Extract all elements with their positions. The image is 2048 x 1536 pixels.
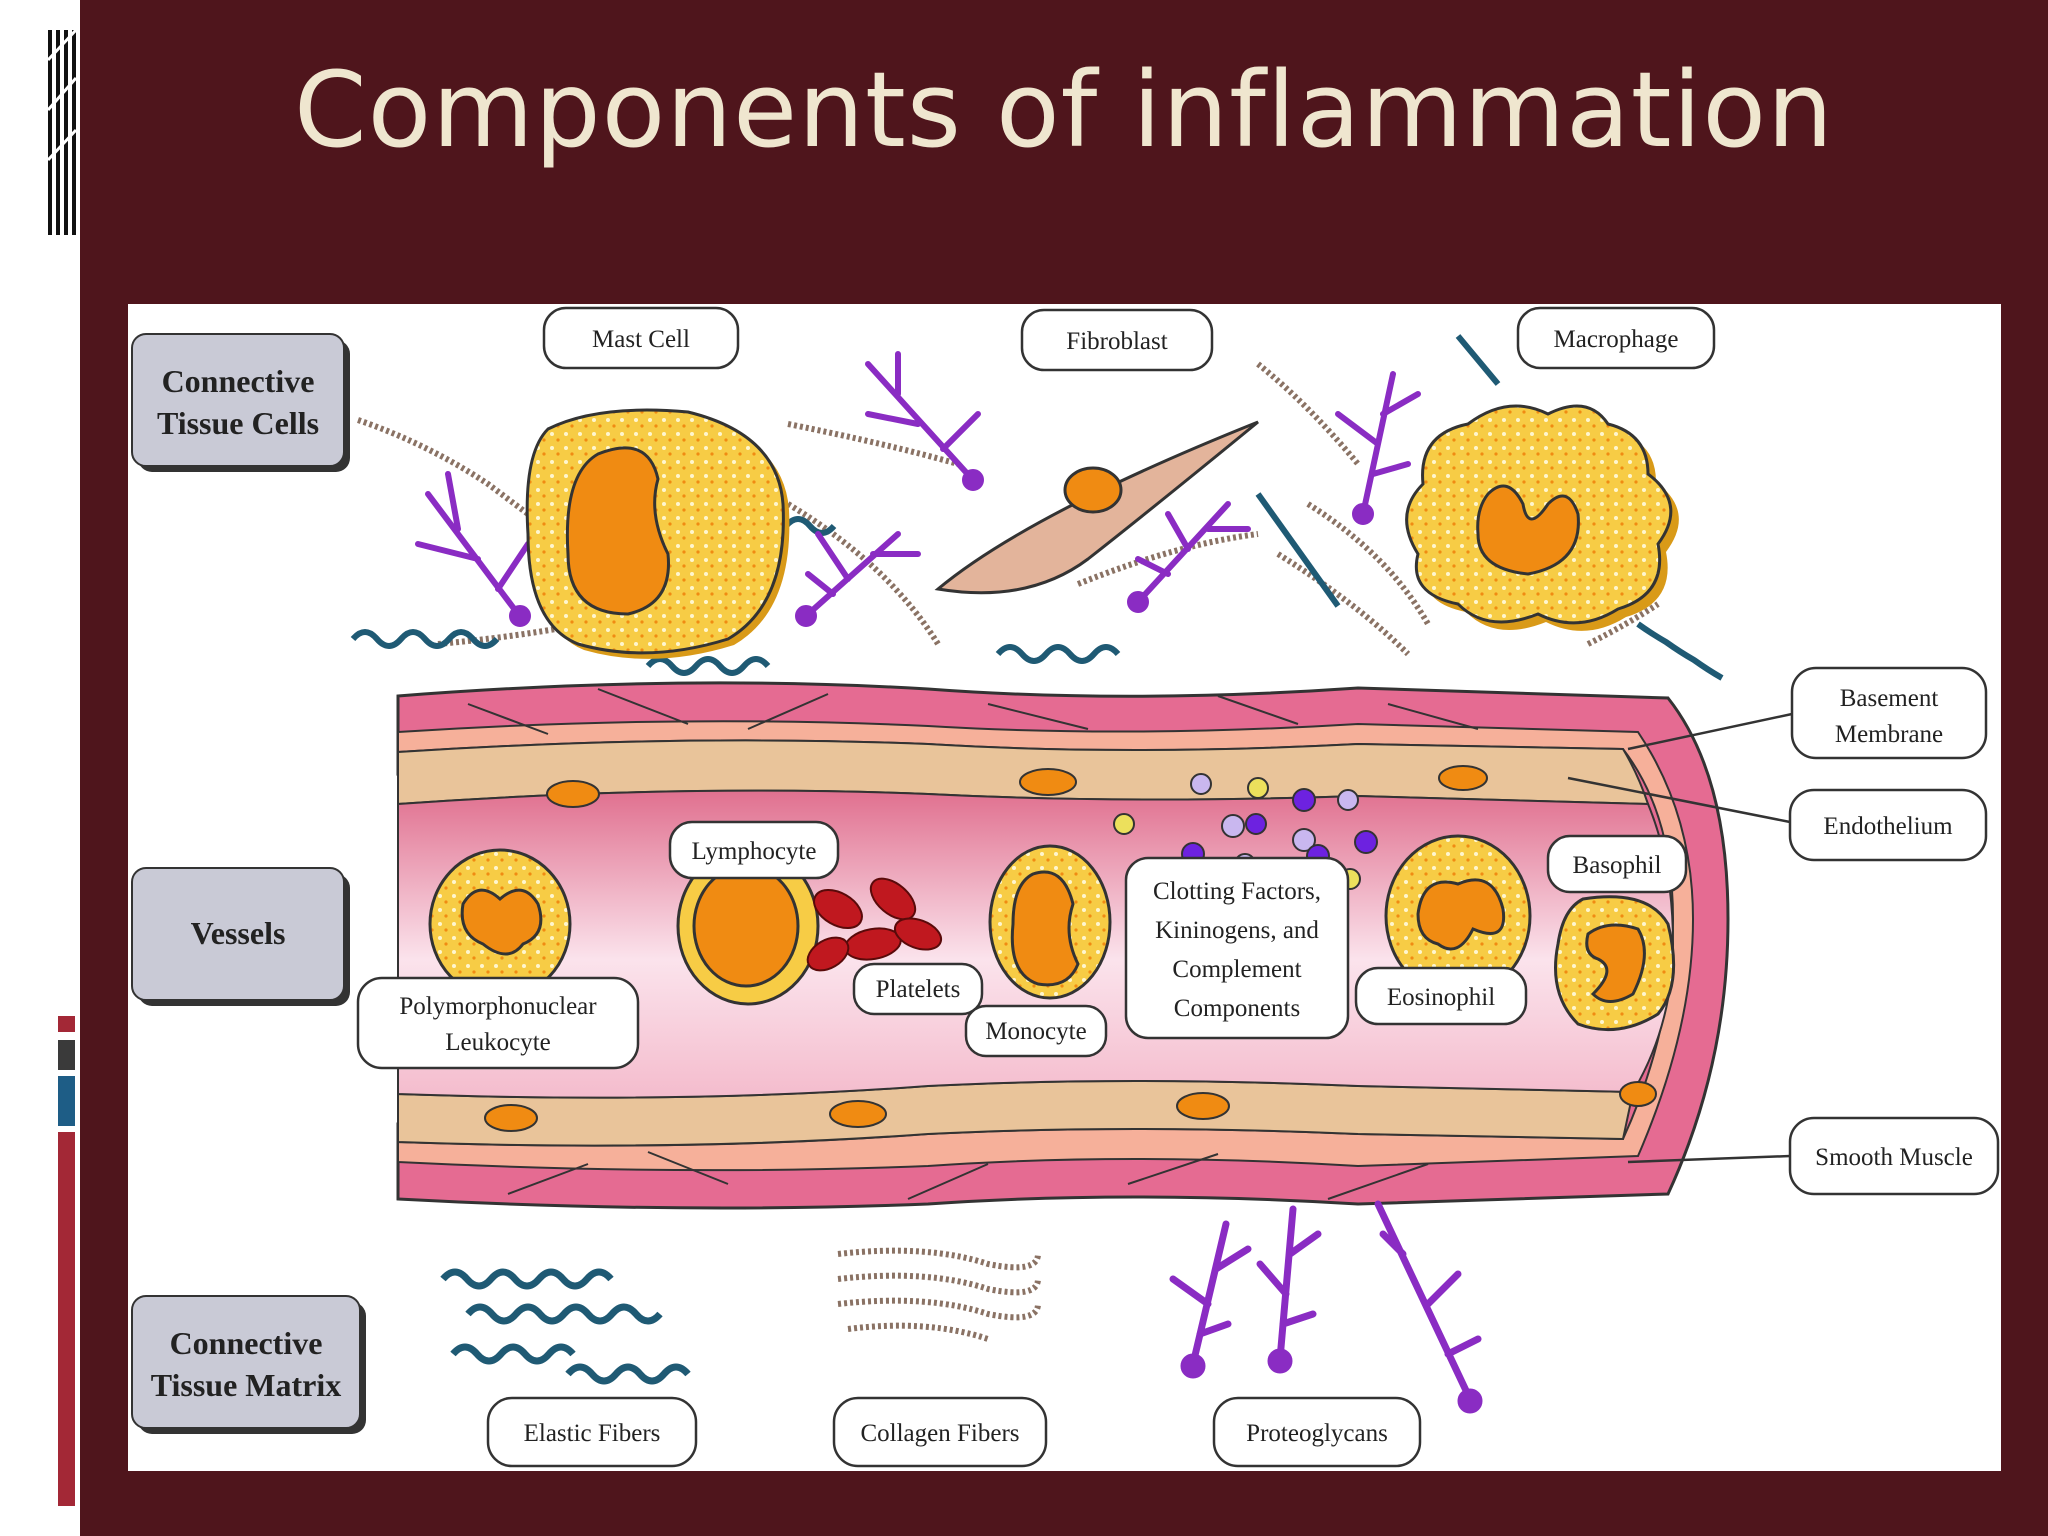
- top-proteoglycans: [415, 351, 1421, 627]
- label-endothelium: Endothelium: [1788, 788, 1988, 862]
- label-text: Eosinophil: [1387, 984, 1495, 1011]
- accent-bar-red-small: [58, 1016, 75, 1032]
- label-text: Basophil: [1573, 852, 1662, 879]
- label-platelets: Platelets: [852, 962, 984, 1016]
- group-label-line1: Connective: [162, 363, 315, 399]
- label-text: Monocyte: [985, 1018, 1086, 1045]
- label-text: Proteoglycans: [1246, 1420, 1388, 1447]
- platelets: [806, 877, 943, 972]
- group-label-line1: Connective: [170, 1325, 323, 1361]
- label-text: Endothelium: [1823, 813, 1953, 840]
- label-smooth-muscle: Smooth Muscle: [1788, 1116, 2000, 1196]
- lymphocyte: [676, 846, 820, 1006]
- accent-bar-gray: [58, 1040, 75, 1070]
- group-label-line2: Tissue Cells: [157, 405, 319, 441]
- label-lymphocyte: Lymphocyte: [668, 820, 840, 880]
- label-line1: Clotting Factors,: [1153, 878, 1321, 905]
- label-line3: Complement: [1172, 956, 1301, 983]
- group-vessels: Vessels: [131, 867, 350, 1006]
- label-line1: Basement: [1840, 685, 1939, 712]
- label-basophil: Basophil: [1546, 834, 1688, 894]
- label-text: Fibroblast: [1066, 328, 1167, 355]
- macrophage: [1405, 404, 1679, 631]
- leader-lines: [1567, 712, 1793, 1164]
- left-decoration: [46, 28, 78, 1506]
- label-mast-cell: Mast Cell: [542, 306, 740, 370]
- label-line2: Membrane: [1835, 721, 1943, 748]
- clotting-factor-molecules: [1113, 773, 1378, 890]
- label-proteoglycans: Proteoglycans: [1212, 1396, 1422, 1468]
- label-elastic-fibers: Elastic Fibers: [486, 1396, 698, 1468]
- label-text: Collagen Fibers: [860, 1420, 1019, 1447]
- accent-bar-blue: [58, 1076, 75, 1126]
- label-line4: Components: [1174, 995, 1300, 1022]
- pmn-leukocyte: [428, 848, 572, 1000]
- elastic-fibers: [440, 1268, 691, 1385]
- fibroblast: [934, 420, 1259, 595]
- slide-title: Components of inflammation: [294, 49, 1834, 171]
- label-monocyte: Monocyte: [964, 1004, 1108, 1058]
- label-line1: Polymorphonuclear: [399, 993, 597, 1020]
- label-pmn-leukocyte: Polymorphonuclear Leukocyte: [356, 976, 640, 1070]
- group-connective-tissue-cells: Connective Tissue Cells: [131, 333, 350, 472]
- label-clotting-factors: Clotting Factors, Kininogens, and Comple…: [1124, 856, 1350, 1040]
- basophil: [1554, 895, 1676, 1032]
- bottom-proteoglycans: [1169, 1200, 1483, 1414]
- label-text: Smooth Muscle: [1815, 1144, 1973, 1171]
- eosinophil: [1384, 834, 1532, 998]
- group-label: Vessels: [191, 915, 286, 951]
- accent-bar-red-long: [58, 1132, 75, 1506]
- group-label-line2: Tissue Matrix: [151, 1367, 342, 1403]
- label-fibroblast: Fibroblast: [1020, 308, 1214, 372]
- label-text: Platelets: [876, 976, 961, 1003]
- monocyte: [988, 844, 1112, 1000]
- label-text: Macrophage: [1554, 326, 1679, 353]
- label-eosinophil: Eosinophil: [1354, 966, 1528, 1026]
- label-line2: Leukocyte: [445, 1029, 551, 1056]
- label-text: Lymphocyte: [692, 838, 817, 865]
- inflammation-diagram: Connective Tissue Cells Vessels Connecti…: [128, 304, 2001, 1471]
- mast-cell: [525, 408, 790, 659]
- corner-ornament: [46, 28, 78, 235]
- label-macrophage: Macrophage: [1516, 306, 1716, 370]
- label-text: Elastic Fibers: [524, 1420, 661, 1447]
- collagen-fibers: [837, 1247, 1041, 1342]
- label-line2: Kininogens, and: [1155, 917, 1319, 944]
- diagram-canvas: Connective Tissue Cells Vessels Connecti…: [128, 304, 2001, 1471]
- left-strip: [0, 0, 80, 1536]
- label-basement-membrane: Basement Membrane: [1790, 666, 1988, 760]
- label-text: Mast Cell: [592, 326, 690, 353]
- group-connective-tissue-matrix: Connective Tissue Matrix: [131, 1295, 366, 1434]
- label-collagen-fibers: Collagen Fibers: [832, 1396, 1048, 1468]
